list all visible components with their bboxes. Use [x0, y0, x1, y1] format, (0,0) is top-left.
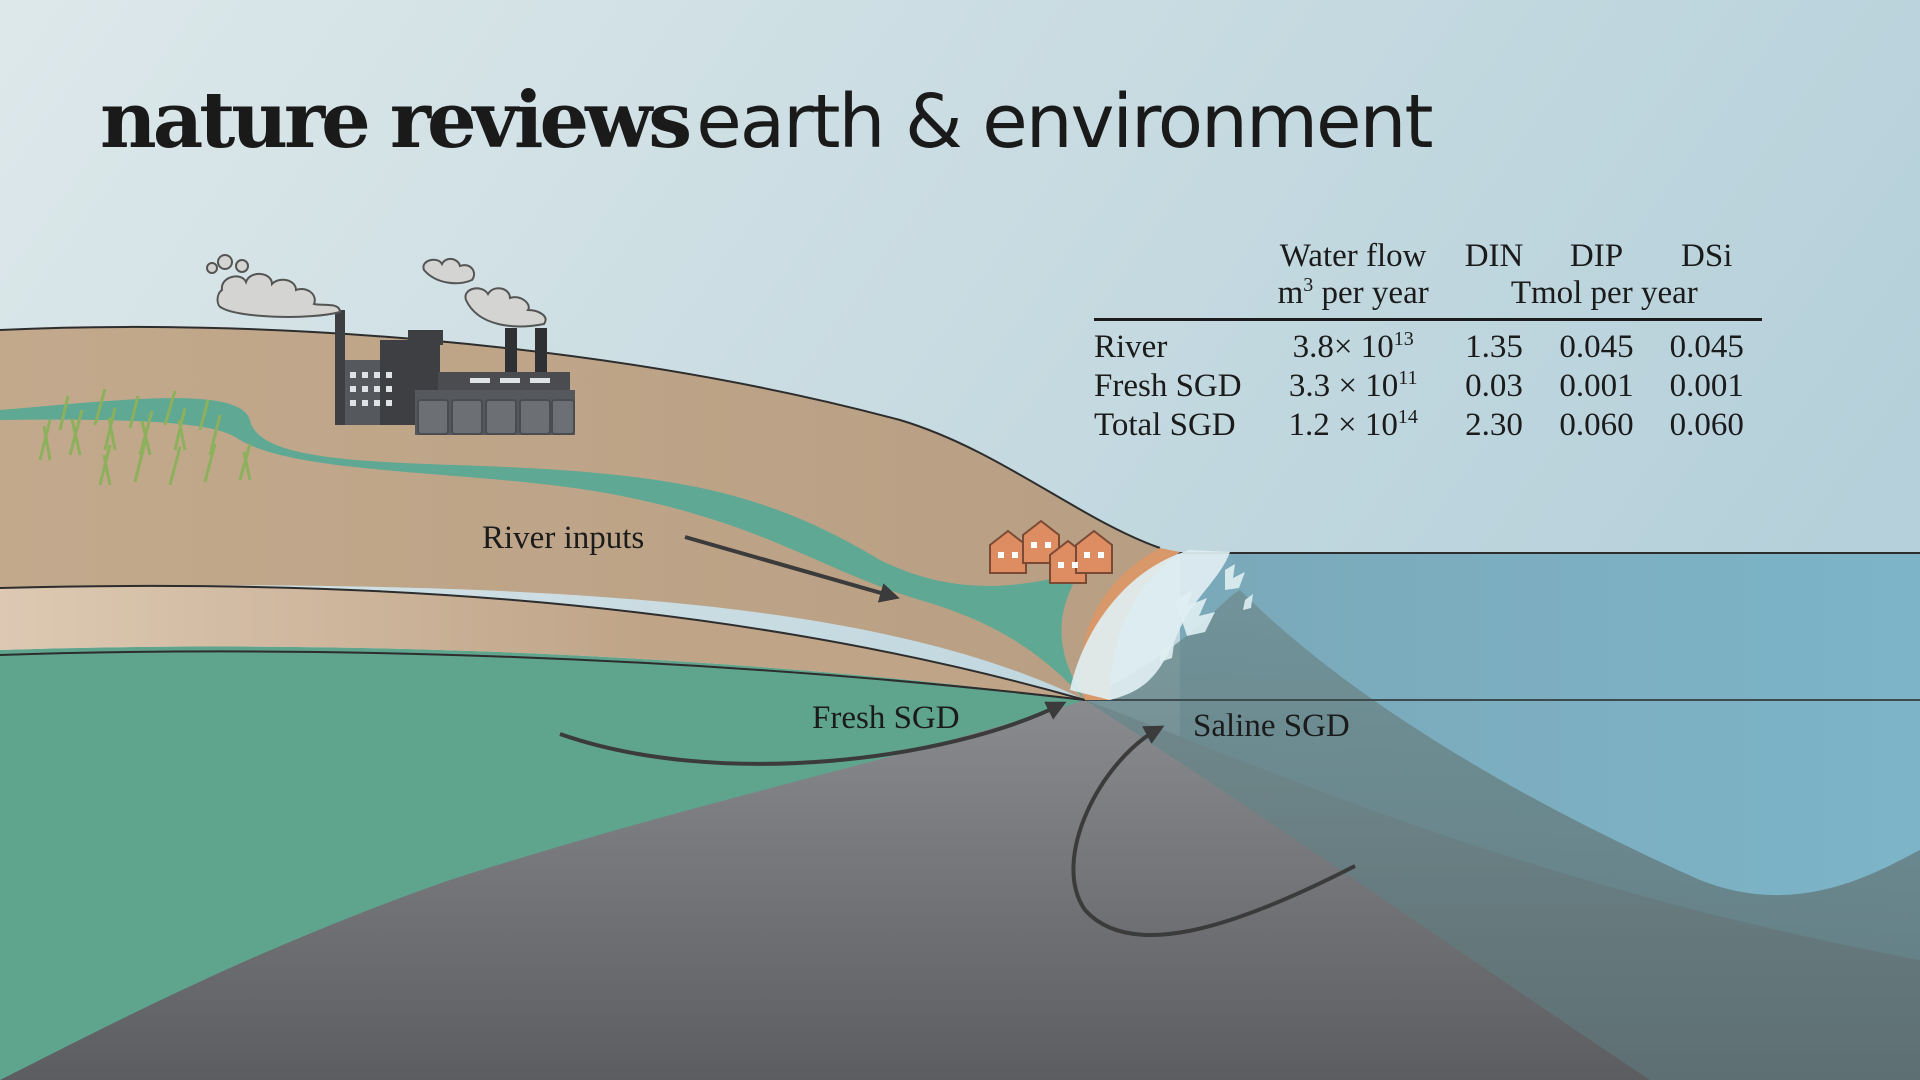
factory-icon: [335, 310, 575, 435]
table-header-row: Water flow DIN DIP DSi: [1094, 238, 1762, 275]
dsi-value: 0.045: [1669, 328, 1744, 365]
river-inputs-arrow: [684, 535, 900, 603]
saline-sgd-arrow: [1071, 725, 1356, 938]
water-flow-value: 3.8× 1013: [1292, 327, 1414, 365]
dsi-header: DSi: [1681, 238, 1733, 274]
saline-sgd-label: Saline SGD: [1193, 708, 1350, 744]
row-label: River: [1094, 328, 1168, 365]
dip-header: DIP: [1569, 238, 1624, 274]
din-value: 2.30: [1465, 406, 1523, 443]
land: [0, 326, 1160, 700]
dip-value: 0.001: [1559, 367, 1634, 404]
din-value: 0.03: [1465, 367, 1523, 404]
surf: [1070, 550, 1230, 700]
saline-zone: [1085, 590, 1920, 1080]
land-layer-line: [0, 584, 1086, 701]
marsh-grass: [38, 388, 252, 486]
fresh-sgd-label: Fresh SGD: [812, 700, 960, 736]
land-outline: [0, 325, 1161, 549]
dip-value: 0.060: [1559, 406, 1634, 443]
bedrock: [0, 700, 1920, 1080]
brand-name: nature reviews: [100, 75, 692, 166]
journal-name: earth & environment: [696, 79, 1433, 165]
nutrient-unit: Tmol per year: [1446, 274, 1762, 321]
water-flow-value: 1.2 × 1014: [1288, 405, 1418, 443]
dip-value: 0.045: [1559, 328, 1634, 365]
smoke-icon: [206, 254, 547, 328]
spray: [1160, 564, 1253, 662]
water-flow-value: 3.3 × 1011: [1288, 366, 1418, 404]
nutrient-flux-table: Water flow DIN DIP DSi m3 per year Tmol …: [1094, 238, 1762, 445]
table-row: Total SGD 1.2 × 1014 2.30 0.060 0.060: [1094, 406, 1762, 445]
groundwater: [0, 646, 1085, 1080]
table-row: Fresh SGD 3.3 × 1011 0.03 0.001 0.001: [1094, 367, 1762, 406]
water-flow-unit: m3 per year: [1259, 274, 1447, 321]
groundwater-top-line: [0, 650, 1086, 701]
table-row: River 3.8× 1013 1.35 0.045 0.045: [1094, 319, 1762, 366]
row-label: Fresh SGD: [1094, 367, 1242, 404]
din-value: 1.35: [1465, 328, 1523, 365]
din-header: DIN: [1464, 238, 1524, 274]
river-inputs-label: River inputs: [482, 520, 645, 556]
dsi-value: 0.001: [1669, 367, 1744, 404]
lower-land: [0, 585, 1085, 700]
table-units-row: m3 per year Tmol per year: [1094, 274, 1762, 321]
houses-icon: [989, 519, 1113, 584]
row-label: Total SGD: [1094, 406, 1236, 443]
water-flow-header: Water flow: [1279, 238, 1427, 274]
fresh-sgd-arrow: [559, 701, 1067, 766]
dsi-value: 0.060: [1669, 406, 1744, 443]
